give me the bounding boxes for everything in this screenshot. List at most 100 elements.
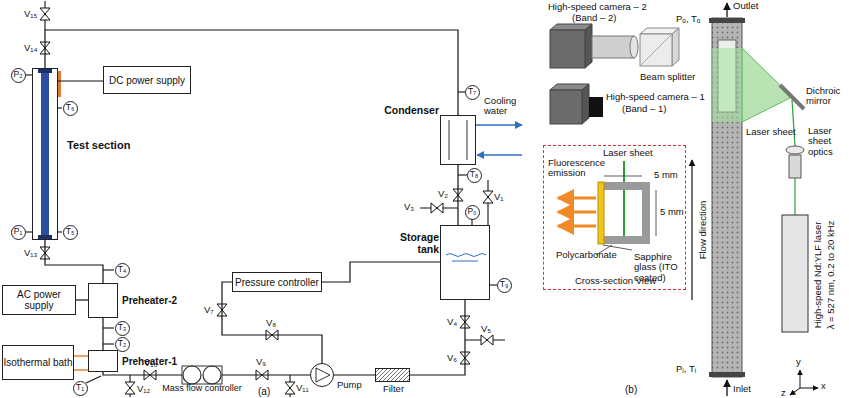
pump-circle: Pump [310,363,334,387]
valve-label: V₁₀ [144,358,158,368]
annotation: (a) [258,386,270,397]
valve-symbol [487,335,493,345]
valve-label: V₃ [404,202,414,212]
component-heading: Condenser [377,105,439,117]
camera-body [585,24,592,68]
test-tube [41,70,49,238]
component-box: Filter [375,368,410,382]
axis [800,370,801,388]
sensor-tag: T₁ [76,383,84,392]
pipe-stub [458,174,467,175]
sensor-tag: P₁ [14,227,23,236]
valve-label: V₁₂ [137,384,150,394]
camera-body [550,90,582,124]
sensor-circle: T₄ [115,263,130,278]
cooling-line [477,154,522,155]
valve-label: V₈ [266,318,276,328]
fluorescence-arrow [558,211,596,214]
valve-symbol [40,14,50,20]
component-heading: Test section [67,139,130,151]
sensor-tag: T₉ [500,280,509,289]
component-heading: Storage tank [385,232,439,255]
valve-label: V₁₅ [24,9,37,19]
sensor-tag: T₂ [118,339,127,348]
valve-label: V₁₄ [24,43,37,53]
pipe-connector [45,30,458,115]
component-box: Storage tank [440,225,490,300]
camera-lens [630,36,638,58]
component-box: Preheater-1 [88,350,118,372]
annotation: Fluorescence emission [548,158,610,179]
annotation: z [781,388,786,398]
component-box: Mass flow controller [182,366,222,384]
laser-beam [794,178,795,215]
pipe-stub [103,327,114,328]
valve-label: V₉ [256,357,266,367]
sensor-circle: T₆ [63,101,78,116]
annotation: High-speed Nd:YLF laser [813,222,823,329]
fluorescence-arrow [558,225,596,228]
channel-fitting [709,372,745,377]
sensor-circle: T₂ [115,337,130,352]
laser-sheet-beam [742,48,792,122]
component-heading: Preheater-2 [122,295,177,306]
axis [790,388,800,395]
annotation: High-speed camera – 2 [548,2,647,12]
flow-channel [712,18,742,377]
annotation: High-speed camera – 1 [606,92,705,102]
annotation: Inlet [733,384,751,394]
camera-body [550,30,585,68]
pipe-connector [457,165,458,225]
sensor-circle: T₁ [73,381,88,396]
sensor-circle: T₈ [467,168,482,183]
camera-body [582,84,589,124]
beam-splitter-face [640,34,672,66]
valve-symbol [40,8,50,14]
pipe-connector [334,374,375,375]
valve-symbol [431,203,437,213]
laser-sheet-beam [712,48,742,122]
condenser-tube [449,120,450,160]
camera-lens [592,36,634,58]
annotation: 5 mm [660,207,684,217]
valve-symbol [125,382,135,388]
sensor-circle: T₉ [497,278,512,293]
component-label: Pressure controller [235,277,319,288]
valve-label: V₁₁ [296,383,309,393]
annotation: Pₒ, Tₒ [676,14,700,24]
annotation: Cooling water [484,96,529,117]
sheet-optics-lens [786,146,804,154]
annotation: (b) [625,384,637,395]
annotation: Laser sheet [603,148,653,158]
sensor-tag: T₆ [66,103,75,112]
tube-flange [38,235,52,239]
component-label: DC power supply [109,75,185,86]
sensor-tag: T₄ [118,265,127,274]
valve-symbol [481,335,487,345]
pipe-connector [74,355,88,357]
annotation: Polycarbonate [556,250,617,260]
sensor-tag: T₈ [470,170,479,179]
annotation: Outlet [733,1,758,11]
mfc-rotor [203,366,221,384]
valve-label: V₂ [438,189,448,199]
mfc-rotor [183,366,201,384]
sensor-circle: T₃ [115,321,130,336]
pipe-connector [410,300,465,375]
pipe-connector [222,282,322,363]
tube-flange [38,69,52,73]
pipe-stub [58,231,62,232]
component-box: Preheater-2 [88,283,118,318]
pipe-connector [222,374,310,375]
pipe-stub [58,107,62,108]
condenser-body [440,115,476,165]
cooling-line [476,124,522,125]
component-label: Isothermal bath [4,357,73,368]
component-box: Condenser [440,115,476,165]
pipe-stub [103,343,114,344]
flow-arrow [691,160,692,300]
fluorescence-arrow [558,197,596,200]
valve-label: V₁ [494,192,504,202]
valve-label: V₁₃ [24,248,37,258]
pipe-connector [58,80,103,81]
